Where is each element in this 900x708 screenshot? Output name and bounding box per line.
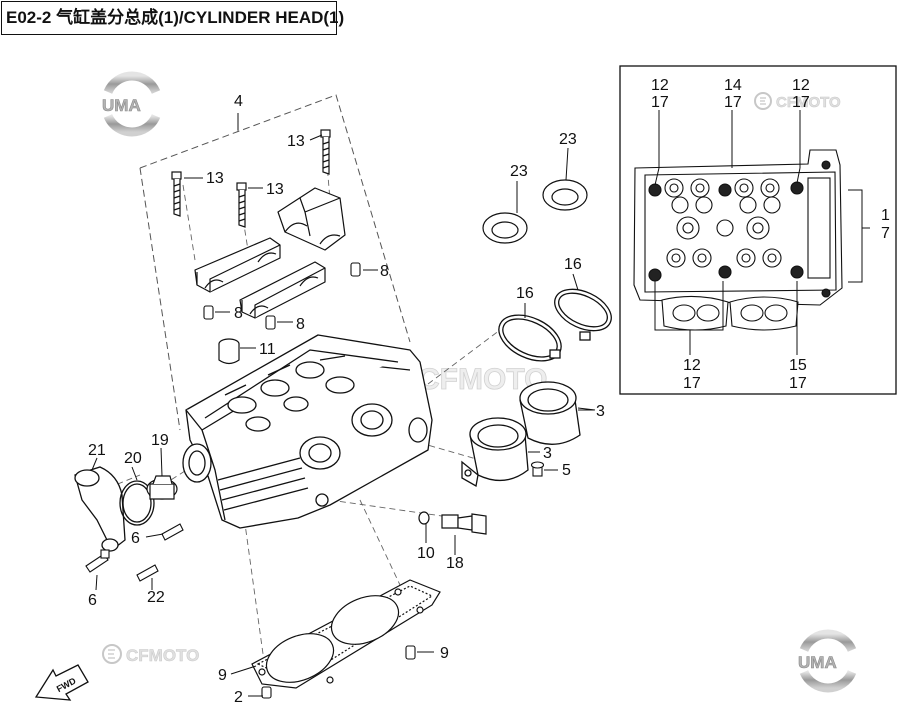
inset-callout-17: 17 [792, 94, 810, 111]
callout-8: 8 [296, 316, 305, 333]
camshaft-cap-right [277, 187, 346, 251]
camshaft-cap-left [194, 237, 326, 319]
cfmoto-watermark-inset: CFMOTO [754, 92, 841, 111]
cylinder-head [182, 334, 433, 529]
callout-16: 16 [564, 256, 582, 273]
inset-callout-17: 17 [651, 94, 669, 111]
gasket-ring [119, 480, 155, 526]
callout-13: 13 [206, 170, 224, 187]
forward-direction-arrow: FWD [34, 664, 89, 701]
callout-11: 11 [259, 341, 276, 358]
callout-13: 13 [287, 133, 305, 150]
callout-13: 13 [266, 181, 284, 198]
uma-logo-bottom-right: UMA [798, 629, 857, 693]
callout-9: 9 [440, 645, 449, 662]
hollow-dowel [136, 523, 184, 582]
hose-clamp [498, 288, 612, 362]
callout-21: 21 [88, 442, 106, 459]
intake-pipe [461, 381, 581, 488]
callout-16: 16 [516, 285, 534, 302]
thermostat [146, 475, 178, 500]
inset-callout-12: 12 [683, 357, 701, 374]
inset-callout-17: 17 [683, 375, 701, 392]
callout-23: 23 [510, 163, 528, 180]
callout-20: 20 [124, 450, 142, 467]
part-callouts: 4 13 13 13 8 8 8 11 23 23 16 16 3 3 5 21… [88, 77, 890, 706]
dowel-pin [203, 262, 361, 330]
callout-6: 22 [147, 589, 165, 606]
cylinder-head-bolt [236, 182, 247, 228]
callout-6: 6 [131, 530, 140, 547]
callout-8: 8 [380, 263, 389, 280]
callout-3: 3 [596, 403, 605, 420]
callout-9: 2 [234, 689, 243, 706]
inset-callout-12: 12 [792, 77, 810, 94]
callout-22: 6 [88, 592, 97, 609]
uma-logo-text: UMA [102, 96, 141, 115]
inset-frame [619, 65, 897, 395]
inset-callout-12: 12 [651, 77, 669, 94]
cfmoto-watermark-bottom: CFMOTO [102, 644, 200, 665]
cfmoto-watermark-text: CFMOTO [776, 94, 841, 111]
water-outlet-cover [74, 466, 126, 552]
cfmoto-watermark-text: CFMOTO [418, 363, 547, 396]
callout-2: 9 [218, 667, 227, 684]
uma-logo-text: UMA [798, 653, 837, 672]
o-ring [482, 179, 588, 244]
inset-callout-17: 17 [789, 375, 807, 392]
cylinder-head-bolt [320, 129, 331, 175]
cylinder-head-top-view [633, 149, 843, 331]
diagram-title: E02-2 气缸盖分总成(1)/CYLINDER HEAD(1) [1, 1, 344, 35]
oil-control-sleeve [218, 338, 240, 365]
inset-callout-17: 17 [724, 94, 742, 111]
callout-10: 10 [417, 545, 435, 562]
intake-screw [530, 461, 545, 477]
water-temp-sensor [418, 511, 487, 535]
uma-logo-top-left: UMA [102, 71, 161, 137]
callout-3: 3 [543, 445, 552, 462]
inset-callout-1: 1 [881, 207, 890, 224]
inset-callout-7: 7 [881, 225, 890, 242]
cylinder-head-bolt [171, 171, 182, 217]
callout-4: 4 [234, 93, 243, 110]
callout-5: 5 [562, 462, 571, 479]
cylinder-head-gasket [251, 579, 441, 689]
gasket-dowel [261, 645, 416, 699]
callout-18: 18 [446, 555, 464, 572]
inset-bracket-lines [654, 110, 870, 355]
callout-8: 8 [234, 305, 243, 322]
inset-callout-15: 15 [789, 357, 807, 374]
callout-23: 23 [559, 131, 577, 148]
inset-callout-14: 14 [724, 77, 742, 94]
cfmoto-watermark-text: CFMOTO [126, 646, 199, 665]
callout-19: 19 [151, 432, 169, 449]
cover-bolt [85, 549, 110, 573]
leader-lines [91, 113, 596, 697]
